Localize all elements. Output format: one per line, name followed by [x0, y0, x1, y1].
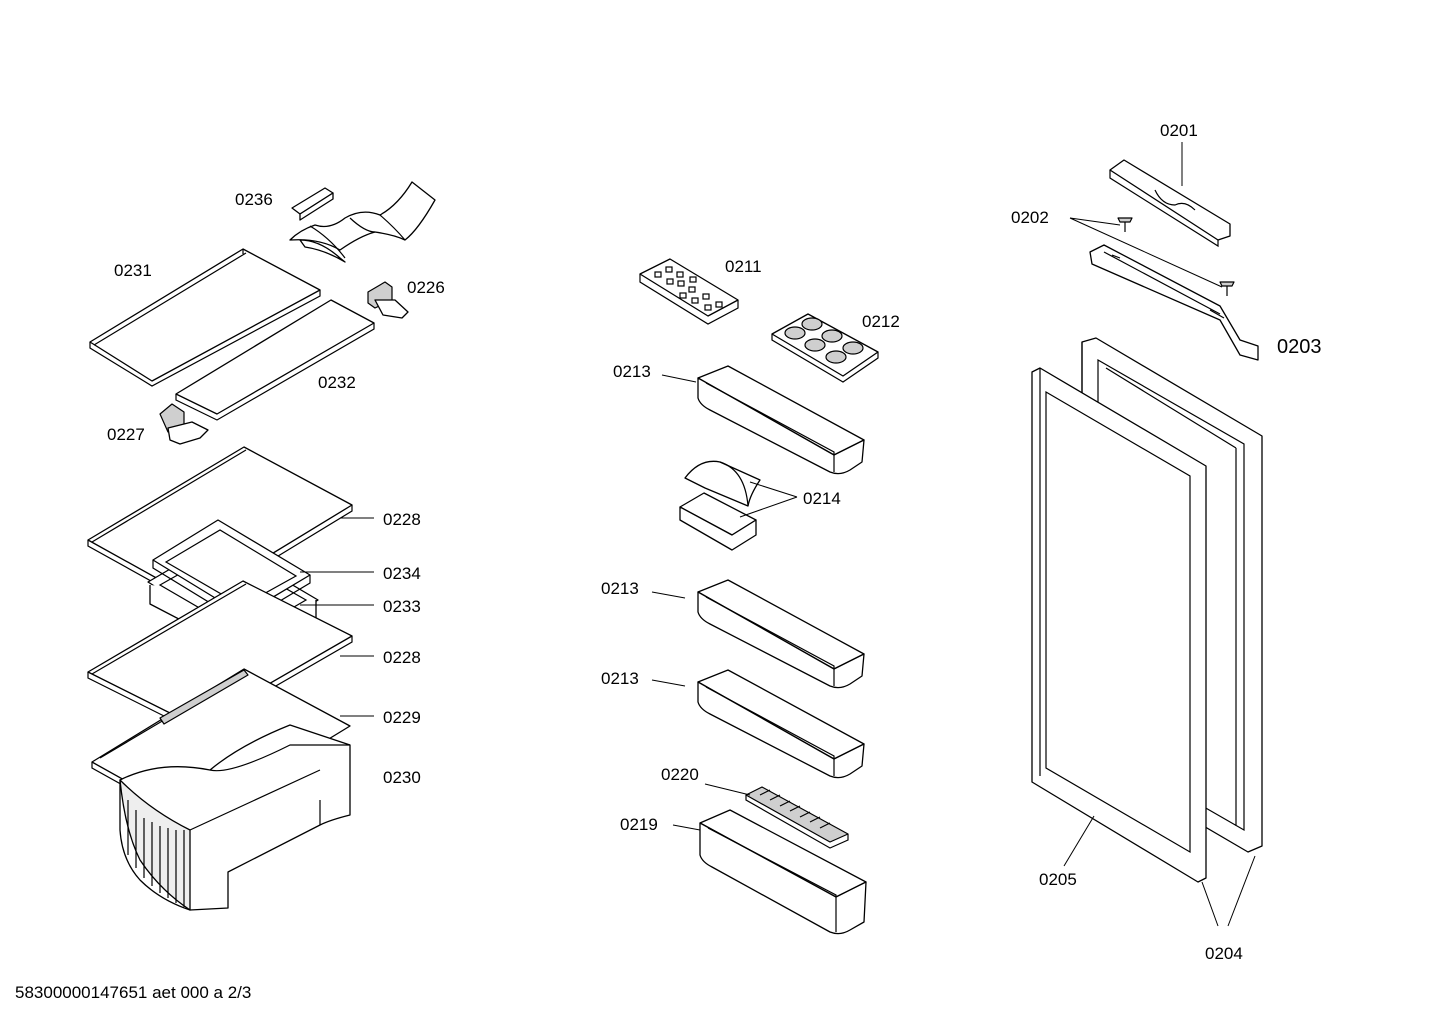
part-0213-door-shelf-lower — [697, 669, 865, 779]
label-0233: 0233 — [383, 597, 421, 616]
part-0220-bottle-retainer — [745, 786, 849, 849]
part-0236-bottle-rack — [289, 181, 436, 263]
part-0226-shelf-clip — [367, 281, 409, 319]
part-0231-glass-shelf — [89, 248, 321, 387]
label-0232: 0232 — [318, 373, 356, 392]
label-0228-upper: 0228 — [383, 510, 421, 529]
part-0232-shelf-strip — [175, 299, 375, 421]
leader-lines — [300, 142, 1256, 927]
label-0220: 0220 — [661, 765, 699, 784]
part-0201-handle-cover — [1109, 159, 1231, 248]
label-0201: 0201 — [1160, 121, 1198, 140]
part-0202-screws — [1117, 217, 1235, 296]
label-0204: 0204 — [1205, 944, 1243, 963]
document-footer-code: 58300000147651 aet 000 a 2/3 — [15, 983, 251, 1002]
label-0202: 0202 — [1011, 208, 1049, 227]
label-0214: 0214 — [803, 489, 841, 508]
label-0226: 0226 — [407, 278, 445, 297]
label-0230: 0230 — [383, 768, 421, 787]
part-0213-door-shelf-upper — [697, 365, 865, 475]
label-0236: 0236 — [235, 190, 273, 209]
part-0227-shelf-clip — [159, 403, 209, 445]
part-0214-butter-box — [679, 460, 761, 551]
label-0227: 0227 — [107, 425, 145, 444]
part-0212-egg-tray — [771, 313, 879, 383]
part-0230-crisper-bin — [119, 724, 351, 911]
label-0212: 0212 — [862, 312, 900, 331]
label-0205: 0205 — [1039, 870, 1077, 889]
label-0229: 0229 — [383, 708, 421, 727]
label-0231: 0231 — [114, 261, 152, 280]
part-0219-bottle-shelf — [699, 809, 867, 935]
part-0205-door-gasket — [1031, 367, 1207, 883]
label-0228-lower: 0228 — [383, 648, 421, 667]
label-0219: 0219 — [620, 815, 658, 834]
part-labels: 0236 0231 0226 0232 0227 0228 0234 0233 … — [107, 121, 1322, 963]
part-0211-ice-tray — [639, 258, 739, 325]
label-0213-lower: 0213 — [601, 669, 639, 688]
label-0213-upper: 0213 — [613, 362, 651, 381]
part-0213-door-shelf-middle — [697, 579, 865, 689]
label-0213-middle: 0213 — [601, 579, 639, 598]
label-0211: 0211 — [725, 257, 762, 276]
part-0203-hinge-bracket — [1089, 244, 1259, 361]
label-0234: 0234 — [383, 564, 421, 583]
label-0203: 0203 — [1277, 336, 1322, 358]
